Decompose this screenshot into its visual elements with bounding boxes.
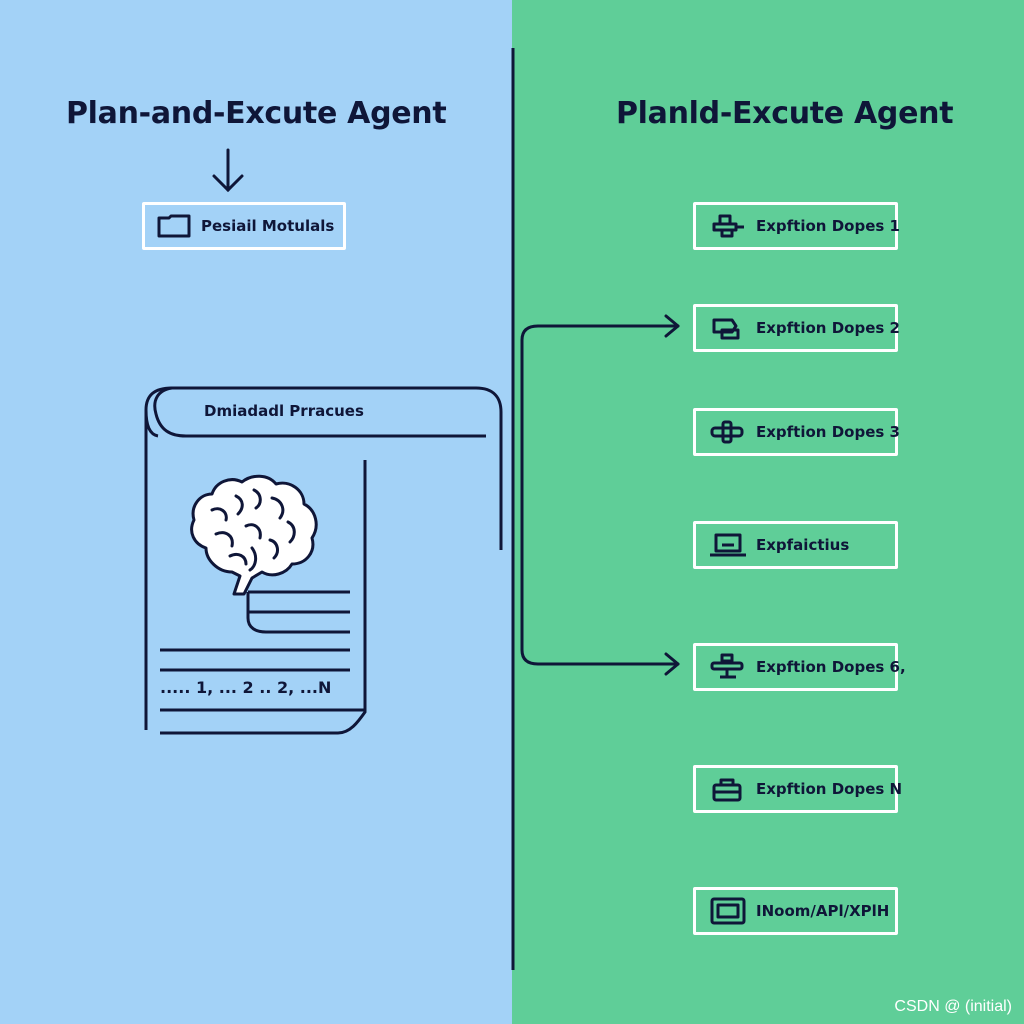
laptop-icon: [708, 531, 748, 559]
execution-item-1-label: Expftion Dopes 1: [756, 217, 900, 235]
execution-item-1[interactable]: Expftion Dopes 1: [693, 202, 898, 250]
execution-item-4[interactable]: Expfaictius: [693, 521, 898, 569]
execution-item-2-label: Expftion Dopes 2: [756, 319, 900, 337]
api-item-label: INoom/APl/XPlH: [756, 902, 889, 920]
execution-item-3[interactable]: Expftion Dopes 3: [693, 408, 898, 456]
left-title: Plan-and-Excute Agent: [66, 96, 446, 131]
execution-item-5[interactable]: Expftion Dopes 6,: [693, 643, 898, 691]
document-steps: ..... 1, ... 2 .. 2, ...N: [160, 678, 331, 697]
execution-item-5-label: Expftion Dopes 6,: [756, 658, 906, 676]
plus-node-icon: [708, 418, 748, 446]
right-title: Planld-Excute Agent: [616, 96, 953, 131]
connector-icon: [708, 212, 748, 240]
execution-item-6[interactable]: Expftion Dopes N: [693, 765, 898, 813]
api-item[interactable]: INoom/APl/XPlH: [693, 887, 898, 935]
document-header: Dmiadadl Prracues: [204, 402, 364, 420]
execution-item-4-label: Expfaictius: [756, 536, 849, 554]
monitor-icon: [708, 897, 748, 925]
module-box-label: Pesiail Motulals: [201, 217, 334, 235]
brain-icon: [192, 476, 317, 594]
watermark: CSDN @ (initial): [894, 998, 1012, 1016]
execution-item-2[interactable]: Expftion Dopes 2: [693, 304, 898, 352]
tag-icon: [708, 314, 748, 342]
sign-icon: [708, 653, 748, 681]
module-box[interactable]: Pesiail Motulals: [142, 202, 346, 250]
execution-item-6-label: Expftion Dopes N: [756, 780, 902, 798]
folder-icon: [155, 212, 195, 240]
down-arrow-icon: [214, 150, 242, 190]
execution-item-3-label: Expftion Dopes 3: [756, 423, 900, 441]
briefcase-icon: [708, 775, 748, 803]
connector-arrows: [522, 316, 678, 674]
